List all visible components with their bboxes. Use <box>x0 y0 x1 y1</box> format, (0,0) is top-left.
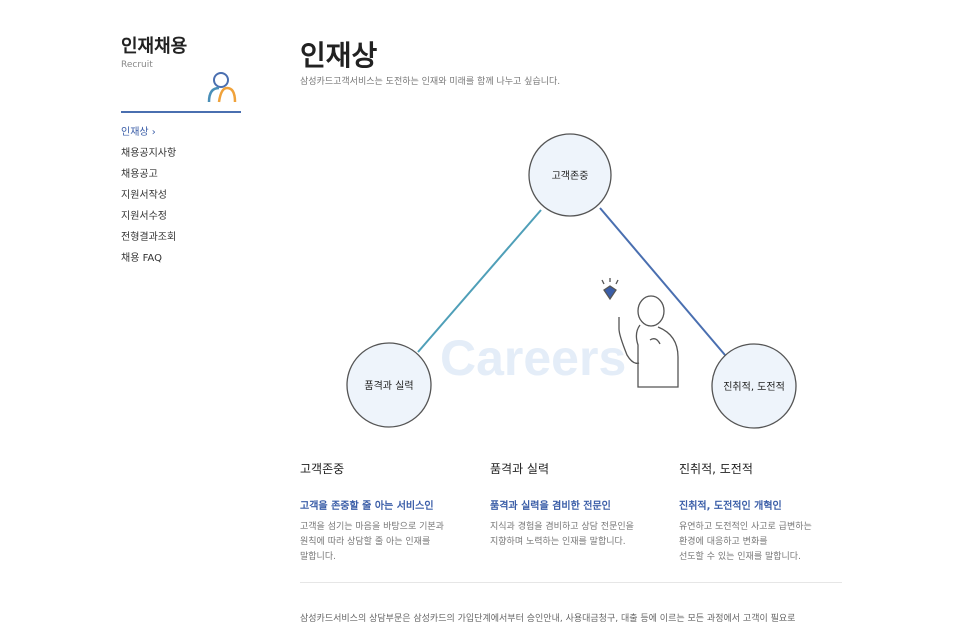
column-heading: 품격과 실력 <box>490 462 550 476</box>
column-subheading: 고객을 존중할 줄 아는 서비스인 <box>300 501 434 512</box>
node-right[interactable]: 진취적, 도전적 <box>711 343 797 429</box>
node-left-label: 품격과 실력 <box>364 379 413 392</box>
value-column: 품격과 실력 품격과 실력을 겸비한 전문인 지식과 경험을 겸비하고 상담 전… <box>490 460 670 550</box>
sidebar-item-talent[interactable]: 인재상 › <box>121 127 156 138</box>
node-left[interactable]: 품격과 실력 <box>346 342 432 428</box>
column-subheading: 품격과 실력을 겸비한 전문인 <box>490 501 611 512</box>
sidebar-subtitle: Recruit <box>121 60 153 70</box>
node-top-label: 고객존중 <box>552 170 589 182</box>
sidebar-item-edit-application[interactable]: 지원서수정 <box>121 211 167 222</box>
page-lead: 삼성카드고객서비스는 도전하는 인재와 미래를 함께 나누고 싶습니다. <box>300 77 561 87</box>
node-top[interactable]: 고객존중 <box>528 133 612 217</box>
watermark: Careers <box>440 330 626 386</box>
sidebar-item-notice[interactable]: 채용공지사항 <box>121 148 177 159</box>
sidebar-title: 인재채용 <box>121 36 188 57</box>
sidebar-item-results[interactable]: 전형결과조회 <box>121 232 177 243</box>
sidebar-divider <box>121 111 241 113</box>
sidebar: 인재채용 Recruit 인재상 › 채용공지사항 채용공고 지원서작성 지원서… <box>121 32 241 264</box>
sidebar-nav: 인재상 › 채용공지사항 채용공고 지원서작성 지원서수정 전형결과조회 채용 … <box>121 122 176 269</box>
node-right-label: 진취적, 도전적 <box>723 381 785 393</box>
column-text: 고객을 섬기는 마음을 바탕으로 기본과 원칙에 따라 상담할 줄 아는 인재를… <box>300 522 444 562</box>
column-subheading: 진취적, 도전적인 개혁인 <box>679 501 782 512</box>
value-column: 진취적, 도전적 진취적, 도전적인 개혁인 유연하고 도전적인 사고로 급변하… <box>679 460 859 565</box>
page-title: 인재상 <box>300 39 378 72</box>
column-text: 유연하고 도전적인 사고로 급변하는 환경에 대응하고 변화를 선도할 수 있는… <box>679 522 812 562</box>
column-heading: 진취적, 도전적 <box>679 462 753 476</box>
section-divider <box>300 582 842 583</box>
column-text: 지식과 경험을 겸비하고 상담 전문인을 지향하며 노력하는 인재를 말합니다. <box>490 522 634 547</box>
person-illustration-icon <box>601 278 679 388</box>
sidebar-item-jobs[interactable]: 채용공고 <box>121 169 158 180</box>
column-heading: 고객존중 <box>300 462 345 476</box>
person-logo-icon <box>207 72 237 103</box>
edge-right <box>599 207 726 356</box>
edge-left <box>417 209 542 353</box>
value-column: 고객존중 고객을 존중할 줄 아는 서비스인 고객을 섬기는 마음을 바탕으로 … <box>300 460 480 565</box>
sidebar-item-apply[interactable]: 지원서작성 <box>121 190 167 201</box>
footer-text: 삼성카드서비스의 상담부문은 삼성카드의 가입단계에서부터 승인안내, 사용대금… <box>300 614 796 624</box>
sidebar-item-faq[interactable]: 채용 FAQ <box>121 253 162 264</box>
